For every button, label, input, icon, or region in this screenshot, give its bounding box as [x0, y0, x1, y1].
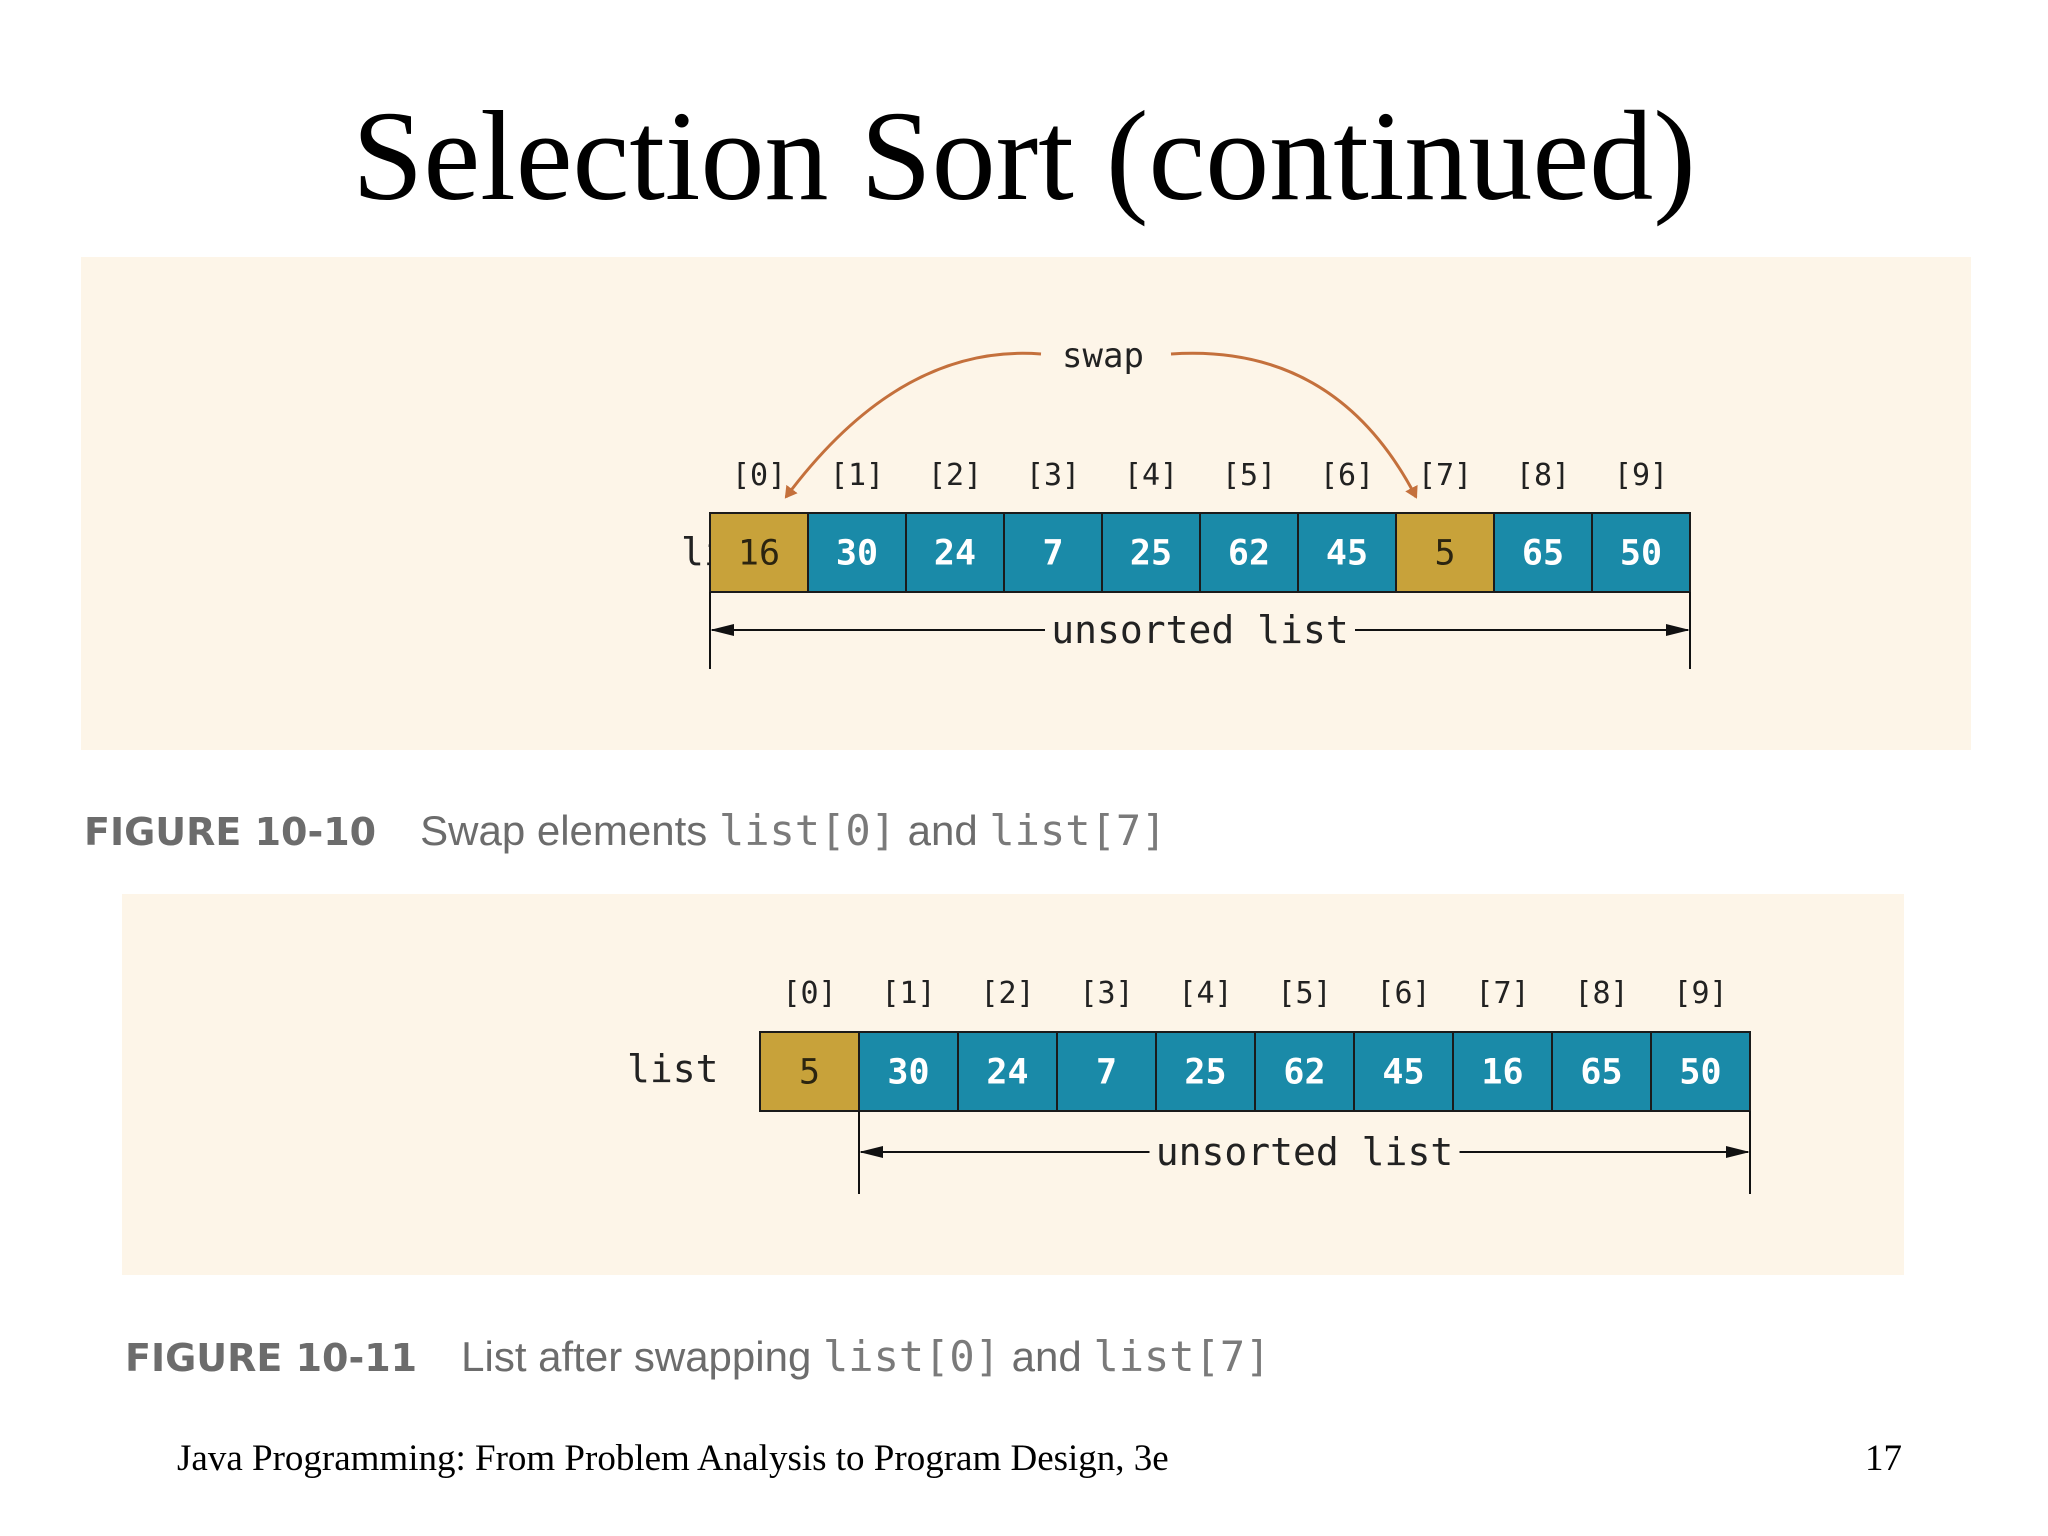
index-row: [0] [1] [2] [3] [4] [5] [6] [7] [8] [9] [732, 458, 1668, 493]
index-label: [0] [732, 458, 786, 493]
array-cell [1650, 1031, 1751, 1112]
figure-number: FIGURE 10-10 [84, 810, 377, 854]
figure-10-10-panel: swap [0][1][2][3][4][5][6][7][8][9] list… [81, 257, 1971, 750]
array-cells: 5 30 24 7 25 62 45 16 65 50 [759, 1031, 1751, 1112]
index-label: [8] [1574, 976, 1628, 1011]
index-label: [1] [881, 976, 935, 1011]
index-label: [8] [1516, 458, 1570, 493]
cell-value: 16 [1481, 1053, 1523, 1093]
cell-value: 25 [1130, 534, 1172, 574]
swap-label: swap [1062, 336, 1144, 376]
index-label: [1] [830, 458, 884, 493]
cell-value: 30 [887, 1053, 929, 1093]
figure-10-11-panel: [0] [1] [2] [3] [4] [5] [6] [7] [8] [9] list 5 30 2… [122, 894, 1904, 1275]
index-row: [0] [1] [2] [3] [4] [5] [6] [7] [8] [9] [782, 976, 1727, 1011]
cell-value: 50 [1620, 534, 1662, 574]
cell-value: 62 [1228, 534, 1270, 574]
index-label: [9] [1614, 458, 1668, 493]
figure-10-11-diagram: [0] [1] [2] [3] [4] [5] [6] [7] [8] [9] list 5 30 2… [627, 976, 1751, 1194]
list-label: list [627, 1047, 719, 1091]
index-label: [2] [928, 458, 982, 493]
cell-value: 30 [836, 534, 878, 574]
index-label: [3] [1079, 976, 1133, 1011]
cell-value: 62 [1283, 1053, 1325, 1093]
caption-text: and [1000, 1333, 1094, 1380]
caption-text: and [895, 807, 990, 854]
cell-value: 24 [934, 534, 976, 574]
page-number: 17 [1865, 1438, 1902, 1479]
swap-arrow-left [784, 351, 1042, 499]
array-cell [1254, 1031, 1355, 1112]
array-cell [1003, 512, 1103, 593]
caption-text: List after swapping [461, 1333, 823, 1380]
cell-value: 7 [1042, 534, 1063, 574]
array-cell [1353, 1031, 1454, 1112]
figure-10-10-caption: FIGURE 10-10 Swap elements list[0] and li… [84, 806, 1166, 855]
figure-number: FIGURE 10-11 [125, 1336, 418, 1380]
index-label: [5] [1277, 976, 1331, 1011]
index-label: [5] [1222, 458, 1276, 493]
unsorted-list-label: unsorted list [1051, 608, 1348, 652]
index-label: [7] [1475, 976, 1529, 1011]
cell-value: 45 [1382, 1053, 1424, 1093]
index-label: [3] [1026, 458, 1080, 493]
caption-code: list[7] [1093, 1332, 1271, 1381]
unsorted-range: unsorted list [709, 592, 1691, 669]
array-cell-highlighted [759, 1031, 860, 1112]
caption-text: Swap elements [420, 807, 719, 854]
array-cell [1056, 1031, 1157, 1112]
array-cell [957, 1031, 1058, 1112]
swap-arrow-right [1170, 351, 1418, 499]
slide-title: Selection Sort (continued) [352, 85, 1696, 227]
array-cells: 16 30 24 7 25 62 45 5 65 50 [709, 512, 1691, 593]
index-label: [7] [1418, 458, 1472, 493]
cell-value: 5 [1434, 534, 1455, 574]
array-cell-highlighted [1395, 512, 1495, 593]
cell-value: 65 [1522, 534, 1564, 574]
array-cell-highlighted [709, 512, 809, 593]
index-label: [4] [1124, 458, 1178, 493]
array-cell [1591, 512, 1691, 593]
caption-code: list[0] [718, 806, 896, 855]
caption-code: list[7] [989, 806, 1167, 855]
cell-value: 45 [1326, 534, 1368, 574]
footer-book-title: Java Programming: From Problem Analysis … [177, 1438, 1169, 1479]
array-cell [1493, 512, 1593, 593]
cell-value: 7 [1096, 1053, 1117, 1093]
cell-value: 24 [986, 1053, 1028, 1093]
index-label: [2] [980, 976, 1034, 1011]
array-cell [1199, 512, 1299, 593]
array-cell [1551, 1031, 1652, 1112]
index-label: [9] [1673, 976, 1727, 1011]
array-cell [1101, 512, 1201, 593]
cell-value: 50 [1679, 1053, 1721, 1093]
cell-value: 5 [799, 1053, 820, 1093]
figure-10-10-diagram: swap [0][1][2][3][4][5][6][7][8][9] list… [681, 336, 1691, 669]
array-cell [807, 512, 907, 593]
index-label: [6] [1376, 976, 1430, 1011]
cell-value: 16 [738, 534, 780, 574]
index-label: [0] [782, 976, 836, 1011]
index-label: [6] [1320, 458, 1374, 493]
unsorted-list-label: unsorted list [1156, 1130, 1453, 1174]
cell-value: 25 [1184, 1053, 1226, 1093]
index-label: [4] [1178, 976, 1232, 1011]
cell-value: 65 [1580, 1053, 1622, 1093]
unsorted-range: unsorted list [858, 1111, 1751, 1194]
caption-code: list[0] [823, 1332, 1001, 1381]
array-cell [905, 512, 1005, 593]
